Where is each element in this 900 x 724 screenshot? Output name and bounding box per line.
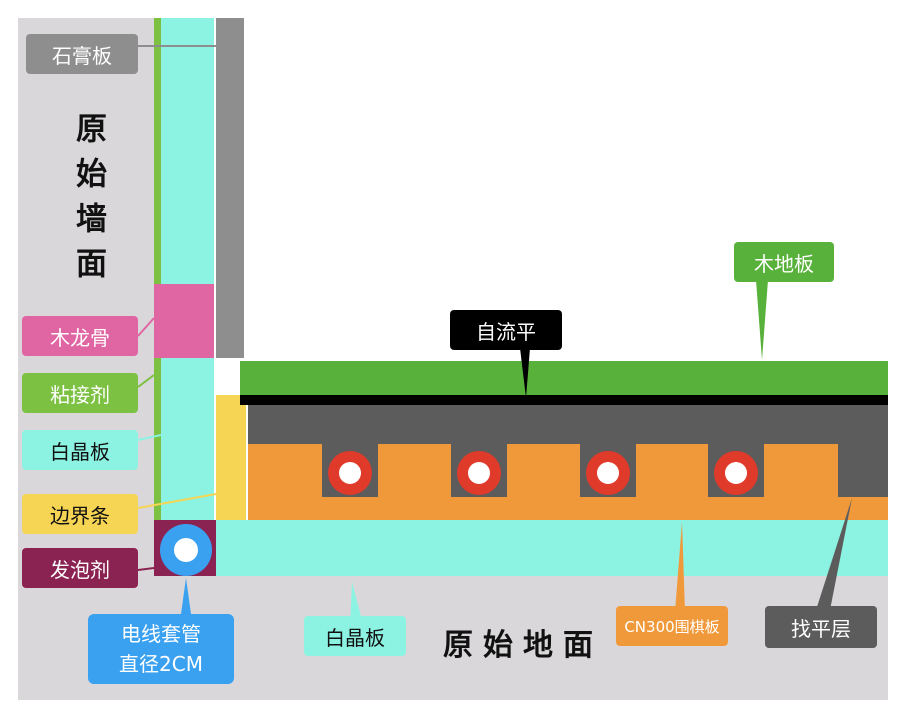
cn300-board-label: CN300围棋板 — [616, 606, 728, 646]
conduit-label: 电线套管 直径2CM — [88, 614, 234, 684]
crystal-board-wall-label: 白晶板 — [22, 430, 138, 470]
heating-pipe-core — [339, 462, 361, 484]
floor-title: 原始地面 — [443, 628, 603, 663]
heating-pipe-core — [597, 462, 619, 484]
wood-keel-block — [154, 284, 214, 358]
crystal-board-wall — [161, 18, 214, 520]
foaming-agent-label: 发泡剂 — [22, 548, 138, 588]
heating-pipe-core — [468, 462, 490, 484]
leveling-layer-label: 找平层 — [765, 606, 877, 648]
wood-floor-label: 木地板 — [734, 242, 834, 282]
conduit-circle-inner — [174, 538, 198, 562]
self-leveling-layer — [240, 395, 888, 405]
wood-floor-layer — [240, 361, 888, 395]
adhesive-layer-wall — [154, 18, 161, 520]
boundary-strip-label: 边界条 — [22, 494, 138, 534]
adhesive-label: 粘接剂 — [22, 373, 138, 413]
gypsum-board-label: 石膏板 — [26, 34, 138, 74]
boundary-strip-layer — [216, 395, 246, 520]
gypsum-board-layer — [216, 18, 244, 358]
conduit-label-line2: 直径2CM — [119, 652, 203, 676]
crystal-board-floor-label: 白晶板 — [304, 616, 406, 656]
heating-pipe-core — [725, 462, 747, 484]
crystal-board-floor — [216, 520, 888, 576]
wall-title: 原始墙面 — [70, 112, 106, 292]
leveling-layer-end — [838, 444, 888, 497]
conduit-label-line1: 电线套管 — [121, 622, 201, 646]
wood-keel-label: 木龙骨 — [22, 316, 138, 356]
self-leveling-label: 自流平 — [450, 310, 562, 350]
